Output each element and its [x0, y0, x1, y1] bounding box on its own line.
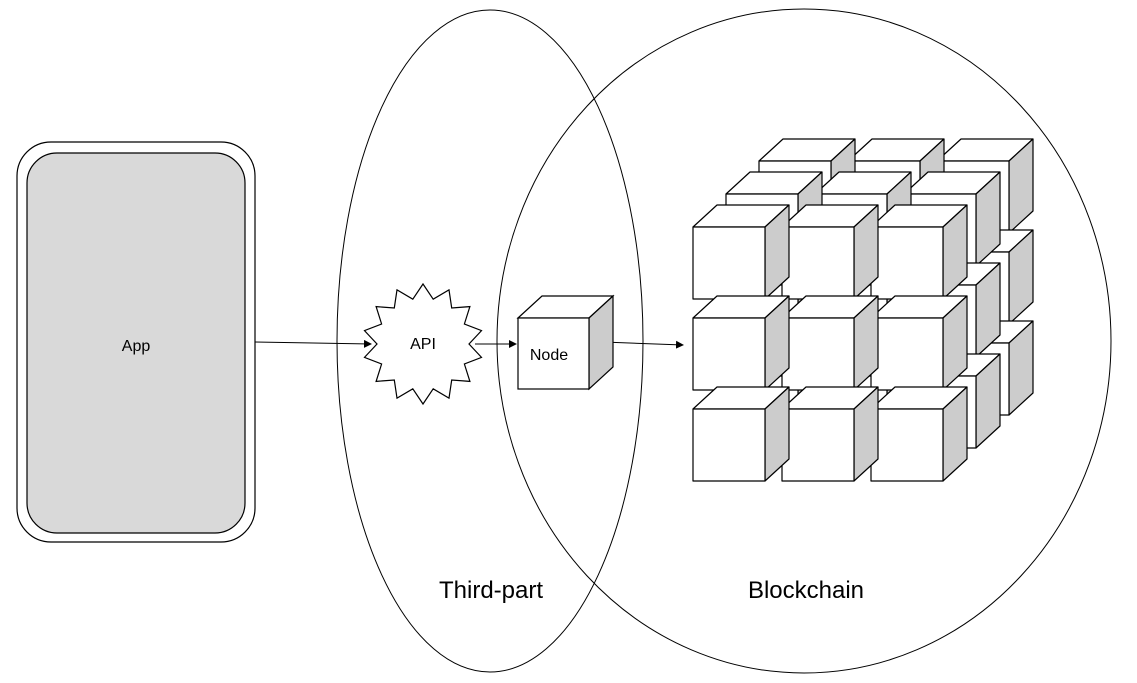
third-party-label: Third-part	[439, 577, 543, 604]
block-cube	[692, 204, 790, 300]
api-starburst-shape	[363, 282, 483, 406]
node-label: Node	[530, 347, 568, 364]
blockchain-cube-grid	[692, 138, 1034, 482]
app-to-api-arrow	[254, 339, 372, 348]
node-cube: Node	[516, 294, 615, 391]
block-cube	[781, 386, 879, 482]
app-device: App	[16, 141, 256, 543]
api-label: API	[410, 336, 436, 353]
block-cube	[870, 295, 968, 391]
app-label: App	[122, 338, 151, 355]
third-party-region	[336, 9, 644, 673]
blockchain-label: Blockchain	[748, 577, 864, 604]
node-to-blockchain-arrow	[602, 340, 684, 349]
block-cube	[870, 204, 968, 300]
api-node: API	[363, 282, 483, 406]
block-cube	[870, 386, 968, 482]
block-cube	[781, 295, 879, 391]
block-cube	[692, 386, 790, 482]
blockchain-region	[496, 8, 1112, 674]
block-cube	[781, 204, 879, 300]
block-cube	[692, 295, 790, 391]
